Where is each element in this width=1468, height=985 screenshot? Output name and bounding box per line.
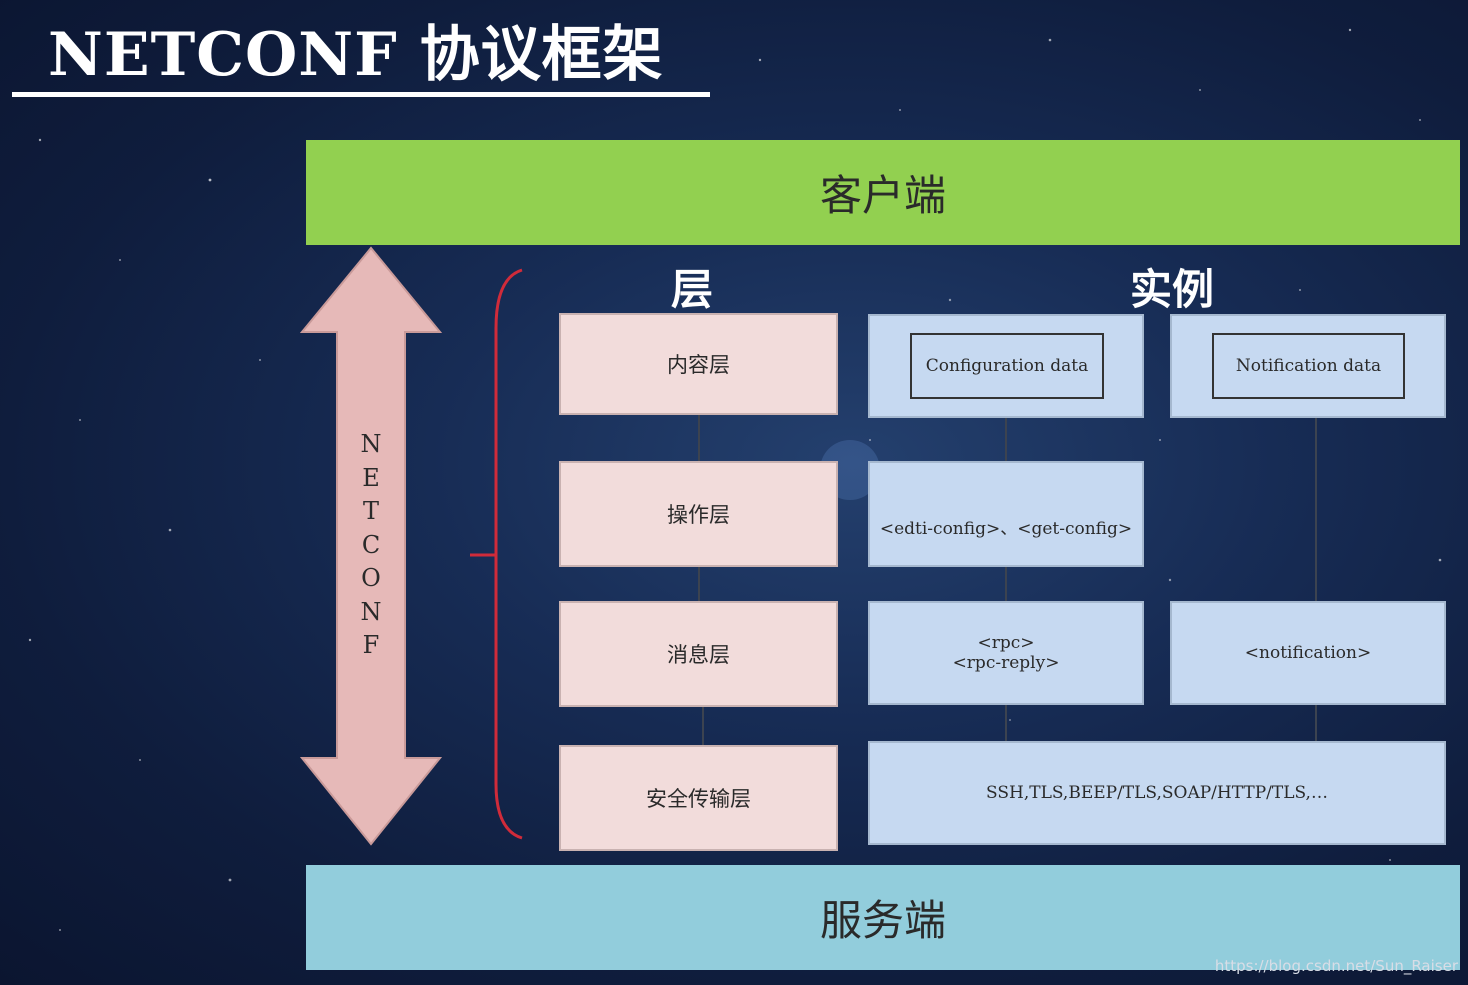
instance-box-configuration (868, 314, 1144, 418)
server-label: 服务端 (819, 896, 946, 945)
connector-line (1315, 704, 1317, 742)
page-title: NETCONF 协议框架 (48, 20, 664, 90)
connector-line (1315, 417, 1317, 602)
layer-box-secure-transport: 安全传输层 (559, 745, 838, 851)
layer-label: 消息层 (667, 643, 730, 667)
layer-label: 操作层 (667, 503, 730, 527)
instance-box-notification-message: <notification> (1170, 601, 1446, 705)
arrow-label-letter: N (360, 597, 382, 626)
watermark-url: https://blog.csdn.net/Sun_Raiser (1214, 957, 1458, 975)
instance-box-rpc: <rpc> <rpc-reply> (868, 601, 1144, 705)
arrow-label-letter: O (361, 564, 381, 592)
configuration-data-label: Configuration data (910, 333, 1104, 399)
client-bar: 客户端 (306, 140, 1460, 245)
instance-box-transport: SSH,TLS,BEEP/TLS,SOAP/HTTP/TLS,… (868, 741, 1446, 845)
rpc-label: <rpc> (977, 633, 1035, 653)
notification-data-label: Notification data (1212, 333, 1405, 399)
connector-line (1005, 704, 1007, 742)
connector-line (698, 566, 700, 602)
layer-bracket (470, 268, 523, 840)
operations-label: <edti-config>、<get-config> (879, 518, 1133, 539)
connector-line (702, 706, 704, 746)
arrow-label-letter: E (362, 463, 380, 492)
client-label: 客户端 (819, 171, 946, 220)
layer-box-messages: 消息层 (559, 601, 838, 707)
instance-box-operations: <edti-config>、<get-config> (868, 461, 1144, 567)
bidirectional-arrow-icon (299, 246, 443, 846)
connector-line (1005, 566, 1007, 602)
instance-box-notification (1170, 314, 1446, 418)
arrow-label-letter: N (360, 430, 382, 458)
connector-line (1005, 417, 1007, 462)
layer-label: 内容层 (667, 353, 730, 377)
layer-column-header: 层 (671, 265, 714, 314)
connector-line (698, 414, 700, 462)
layer-box-operations: 操作层 (559, 461, 838, 567)
arrow-label-letter: C (361, 530, 381, 559)
layer-box-content: 内容层 (559, 313, 838, 415)
title-underline (12, 92, 710, 97)
arrow-label-letter: F (362, 631, 380, 659)
notification-label: <notification> (1244, 643, 1372, 663)
layer-label: 安全传输层 (646, 787, 751, 811)
instance-column-header: 实例 (1130, 265, 1215, 314)
server-bar: 服务端 (306, 865, 1460, 970)
transport-protocols-label: SSH,TLS,BEEP/TLS,SOAP/HTTP/TLS,… (986, 783, 1328, 803)
rpc-reply-label: <rpc-reply> (952, 653, 1060, 673)
arrow-label-letter: T (362, 497, 379, 525)
